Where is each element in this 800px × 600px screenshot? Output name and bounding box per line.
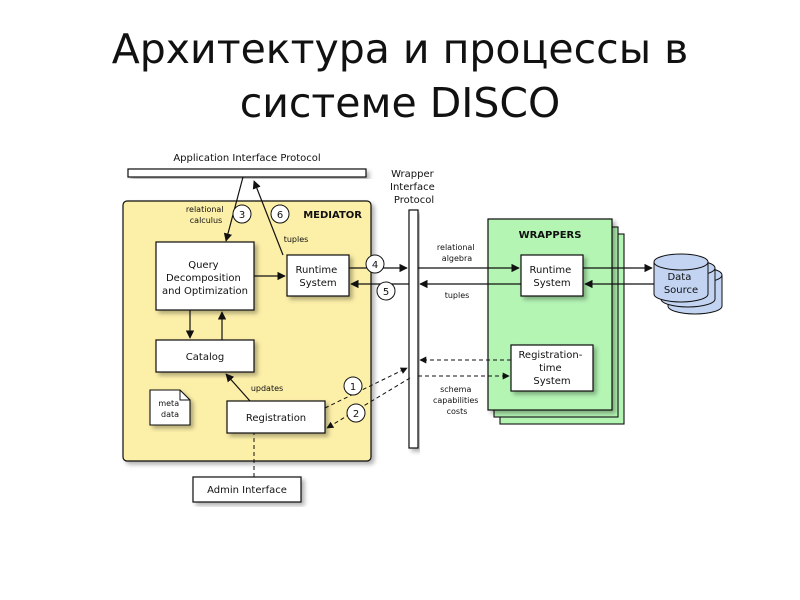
- wrapper-runtime-system-label: Runtime System: [530, 265, 575, 289]
- dashed-registration-to-protocol: [324, 367, 408, 409]
- step-1-marker: 1: [343, 376, 363, 396]
- arrow-registration-to-catalog: [225, 373, 251, 402]
- tuples-mediator-label: tuples: [284, 235, 309, 244]
- admin-interface-label: Admin Interface: [207, 485, 287, 496]
- wrapper-interface-protocol-bar: [408, 209, 419, 449]
- step-5-marker: 5: [376, 281, 396, 301]
- meta-data-fold: [179, 390, 190, 401]
- svg-text:6: 6: [277, 210, 283, 221]
- admin-interface-box: [192, 476, 302, 503]
- relational-algebra-label: relational algebra: [437, 243, 477, 263]
- app-interface-protocol-bar: [127, 168, 367, 178]
- catalog-box: [155, 339, 255, 373]
- mediator-label: MEDIATOR: [303, 210, 362, 221]
- app-interface-protocol-label: Application Interface Protocol: [173, 153, 320, 164]
- query-decomposition-label: Query Decomposition and Optimization: [162, 260, 248, 297]
- schema-capabilities-costs-label: schema capabilities costs: [433, 385, 481, 416]
- registration-box: [226, 400, 326, 434]
- meta-data-label: meta data: [158, 399, 181, 419]
- registration-time-system-box: [510, 344, 594, 392]
- svg-text:2: 2: [353, 409, 359, 420]
- registration-label: Registration: [246, 413, 306, 424]
- dashed-protocol-to-registration: [326, 377, 411, 429]
- arrow-runtime-to-protocol: [252, 180, 284, 256]
- wrappers-label: WRAPPERS: [519, 230, 582, 241]
- svg-text:3: 3: [239, 210, 245, 221]
- svg-text:4: 4: [372, 260, 378, 271]
- catalog-label: Catalog: [186, 352, 224, 363]
- mediator-runtime-system-box: [286, 254, 350, 297]
- step-4-marker: 4: [365, 254, 385, 274]
- data-source-cylinders: [653, 253, 723, 315]
- wrapper-runtime-system-box: [520, 254, 584, 297]
- step-3-marker: 3: [232, 204, 252, 224]
- mediator-runtime-system-label: Runtime System: [296, 265, 341, 289]
- relational-calculus-label: relational calculus: [186, 205, 226, 225]
- wrapper-interface-protocol-label: Wrapper Interface Protocol: [390, 169, 438, 206]
- title-line-2: системе DISCO: [239, 79, 561, 127]
- step-6-marker: 6: [270, 204, 290, 224]
- svg-text:1: 1: [350, 382, 356, 393]
- tuples-return-label: tuples: [445, 291, 470, 300]
- data-source-label: Data Source: [664, 272, 698, 296]
- step-2-marker: 2: [346, 403, 366, 423]
- updates-label: updates: [251, 384, 283, 393]
- slide-title: Архитектура и процессы в системе DISCO: [0, 22, 800, 130]
- registration-time-system-label: Registration- time System: [518, 350, 585, 387]
- title-line-1: Архитектура и процессы в: [111, 25, 689, 73]
- svg-text:5: 5: [383, 287, 389, 298]
